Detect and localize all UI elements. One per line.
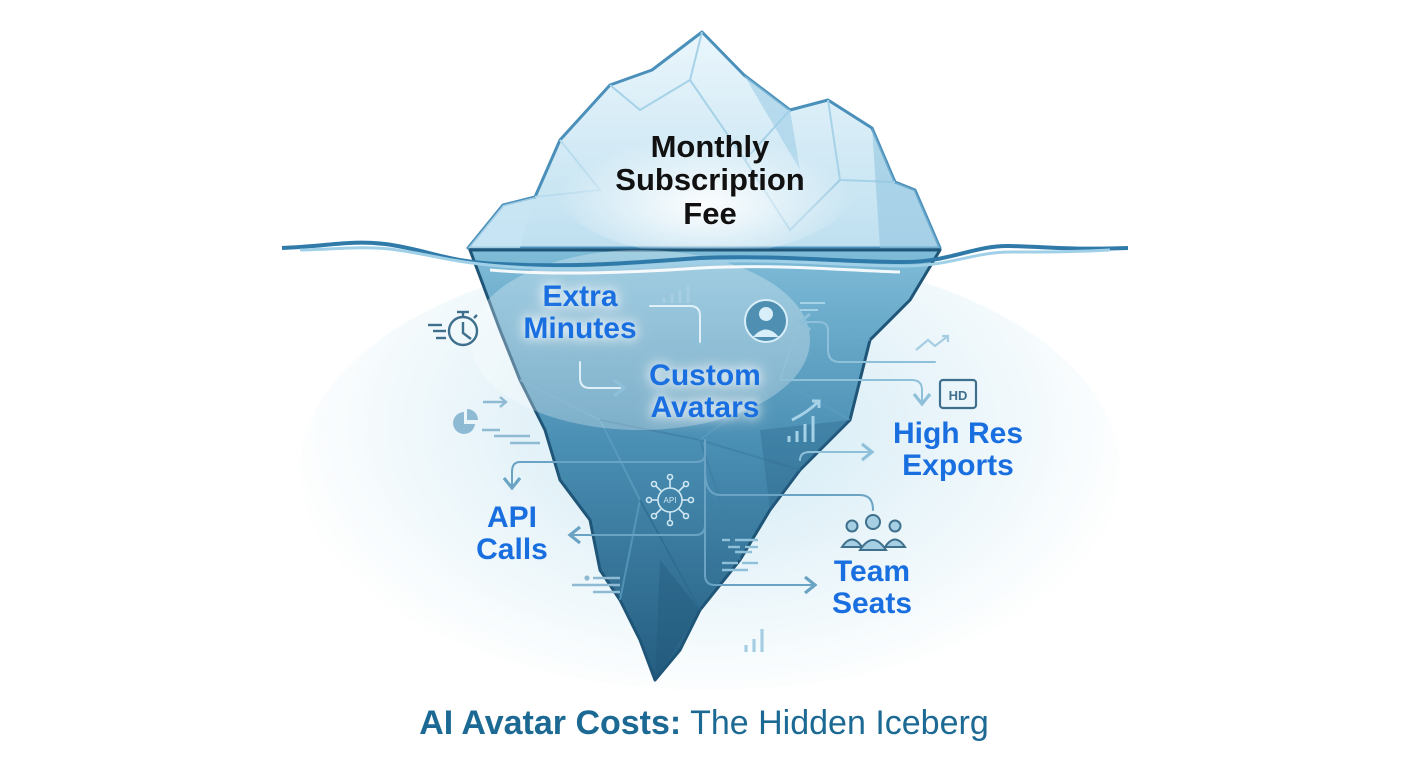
trend-line-icon xyxy=(915,334,950,351)
extra-minutes-label: Extra Minutes xyxy=(500,280,660,346)
high-res-exports-label: High Res Exports xyxy=(868,417,1048,483)
diagram-title: AI Avatar Costs: The Hidden Iceberg xyxy=(0,704,1408,743)
api-network-icon xyxy=(645,473,695,527)
above-water-label: Monthly Subscription Fee xyxy=(600,129,820,231)
api-calls-label: API Calls xyxy=(452,501,572,567)
api-calls-line2: Calls xyxy=(476,533,548,567)
team-group-icon xyxy=(840,514,907,551)
connector-arrows xyxy=(502,305,936,595)
pie-chart-icon xyxy=(453,396,540,445)
monthly-fee-line1: Monthly xyxy=(650,129,770,164)
hd-icon xyxy=(938,378,978,410)
stopwatch-icon xyxy=(428,310,479,347)
custom-avatars-line2: Avatars xyxy=(650,391,760,425)
hd-badge-text: HD xyxy=(949,388,968,403)
monthly-fee-line2: Subscription xyxy=(615,162,805,198)
extra-minutes-line1: Extra xyxy=(542,280,618,313)
team-seats-label: Team Seats xyxy=(812,555,932,621)
iceberg-tip xyxy=(466,30,942,255)
api-badge-text: API xyxy=(664,496,677,505)
text-lines-icon xyxy=(722,538,758,572)
monthly-fee-line3: Fee xyxy=(683,195,737,231)
custom-avatars-line1: Custom xyxy=(649,359,761,392)
custom-avatars-label: Custom Avatars xyxy=(620,359,790,425)
high-res-exports-line2: Exports xyxy=(902,449,1014,483)
title-light: The Hidden Iceberg xyxy=(690,704,989,742)
small-bar-icon xyxy=(744,629,764,652)
api-calls-line1: API xyxy=(486,501,537,534)
team-seats-line1: Team xyxy=(833,555,911,588)
growth-bars-icon xyxy=(787,399,821,442)
high-res-exports-line1: High Res xyxy=(892,417,1024,450)
title-bold: AI Avatar Costs: xyxy=(419,704,682,742)
team-seats-line2: Seats xyxy=(831,587,913,621)
extra-minutes-line2: Minutes xyxy=(523,312,637,346)
bar-chart-icon xyxy=(662,284,690,303)
text-dash-icon xyxy=(572,575,620,594)
water-surface xyxy=(281,240,1129,275)
avatar-profile-icon xyxy=(744,299,825,343)
